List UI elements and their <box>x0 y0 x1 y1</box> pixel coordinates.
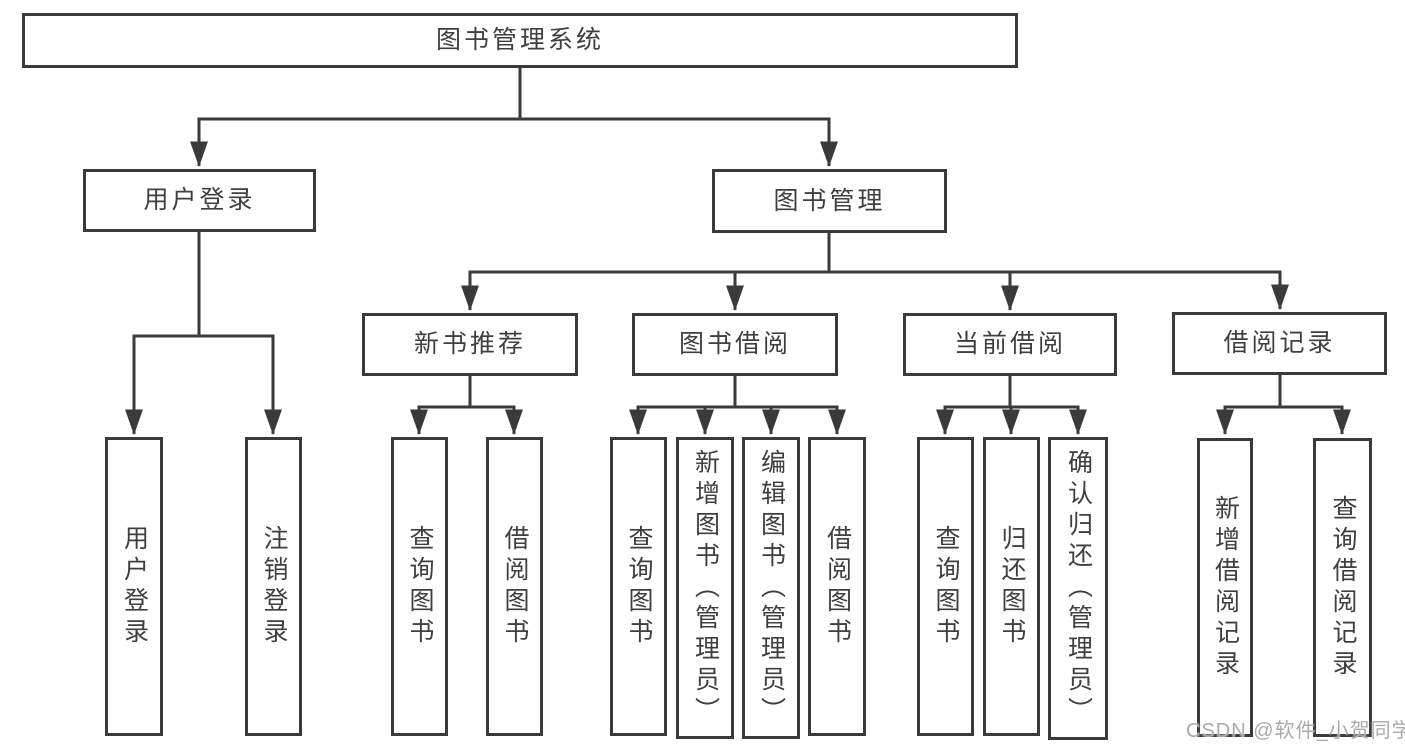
node-query-borrow-record: 查询借阅记录 <box>1313 438 1372 737</box>
node-add-book-admin: 新增图书（管理员） <box>676 437 734 739</box>
node-confirm-return-admin: 确认归还（管理员） <box>1048 437 1108 740</box>
node-borrow-record: 借阅记录 <box>1172 312 1387 375</box>
connector-book-management-split <box>468 233 1282 274</box>
node-new-book-recommend: 新书推荐 <box>362 313 578 376</box>
node-library-management-system: 图书管理系统 <box>22 13 1018 68</box>
node-label: 图书管理系统 <box>435 26 604 54</box>
node-label: 新增图书（管理员） <box>691 448 720 728</box>
node-label: 编辑图书（管理员） <box>757 448 786 728</box>
node-label: 用户登录 <box>143 186 256 214</box>
node-borrow-books-2: 借阅图书 <box>808 437 866 736</box>
node-label: 确认归还（管理员） <box>1064 449 1093 728</box>
node-label: 图书借阅 <box>678 330 791 358</box>
connector-book-borrow-split <box>636 376 839 409</box>
connector-root-split <box>197 68 831 121</box>
node-query-books-1: 查询图书 <box>391 437 448 736</box>
connector-user-login-split <box>132 232 275 338</box>
node-user-login-branch: 用户登录 <box>83 169 316 232</box>
node-label: 查询图书 <box>406 524 434 649</box>
node-label: 查询借阅记录 <box>1329 494 1357 681</box>
node-edit-book-admin: 编辑图书（管理员） <box>742 437 800 739</box>
node-label: 借阅图书 <box>501 524 529 649</box>
csdn-watermark: CSDN @软件_小贺同学 <box>1186 720 1405 742</box>
node-book-management-branch: 图书管理 <box>712 169 947 233</box>
node-user-login-leaf: 用户登录 <box>105 437 163 736</box>
node-label: 查询图书 <box>625 524 653 649</box>
node-logout-leaf: 注销登录 <box>245 437 302 736</box>
connector-new-book-split <box>417 376 516 409</box>
node-book-borrow: 图书借阅 <box>632 313 838 376</box>
node-label: 查询图书 <box>932 524 960 649</box>
node-label: 注销登录 <box>260 524 288 649</box>
node-add-borrow-record: 新增借阅记录 <box>1197 438 1253 737</box>
node-label: 新增借阅记录 <box>1211 494 1240 681</box>
node-label: 新书推荐 <box>413 330 526 358</box>
node-return-book: 归还图书 <box>983 437 1040 736</box>
node-query-books-3: 查询图书 <box>917 437 974 736</box>
node-label: 借阅记录 <box>1223 329 1336 357</box>
node-current-borrow: 当前借阅 <box>903 313 1117 376</box>
node-label: 当前借阅 <box>953 330 1066 358</box>
node-label: 图书管理 <box>773 186 886 215</box>
node-borrow-books-1: 借阅图书 <box>486 437 543 736</box>
node-label: 用户登录 <box>120 524 149 649</box>
node-query-books-2: 查询图书 <box>610 437 667 736</box>
connector-borrow-record-split <box>1223 375 1344 409</box>
node-label: 归还图书 <box>998 524 1026 649</box>
connector-current-borrow-split <box>943 376 1080 409</box>
node-label: 借阅图书 <box>823 524 852 649</box>
